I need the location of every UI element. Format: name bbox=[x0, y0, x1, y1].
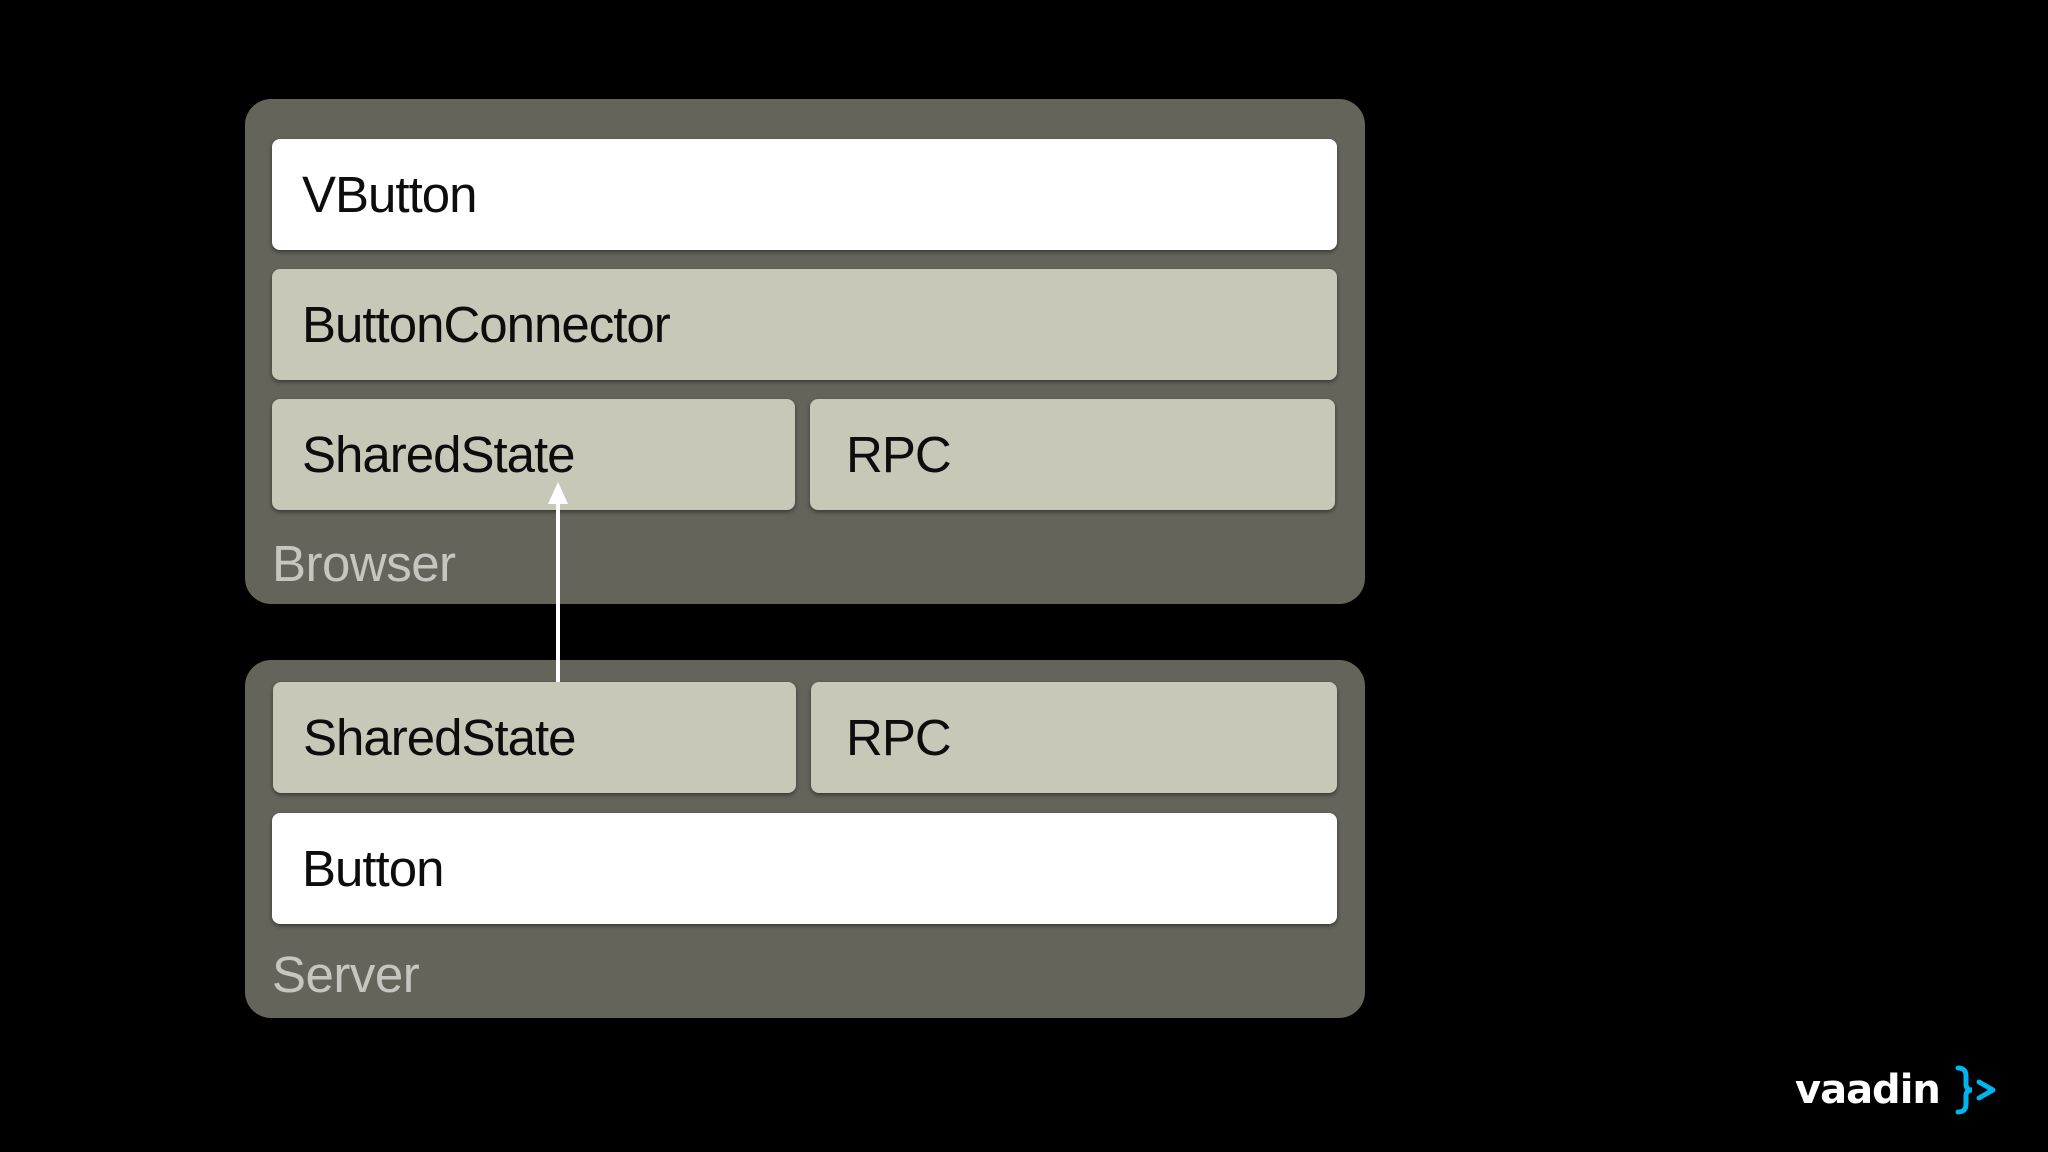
button-block: Button bbox=[272, 813, 1337, 924]
server-shared-state-block: SharedState bbox=[273, 682, 796, 793]
vaadin-bracket-icon bbox=[1955, 1065, 1996, 1115]
logo-wordmark: vaadin bbox=[1795, 1067, 1941, 1113]
vbutton-block: VButton bbox=[272, 139, 1337, 250]
browser-rpc-block: RPC bbox=[810, 399, 1335, 510]
vaadin-logo: vaadin bbox=[1795, 1060, 2002, 1120]
button-connector-block: ButtonConnector bbox=[272, 269, 1337, 380]
server-panel: SharedState RPC Button Server bbox=[245, 660, 1365, 1018]
browser-panel: VButton ButtonConnector SharedState RPC … bbox=[245, 99, 1365, 604]
server-label: Server bbox=[272, 946, 420, 1003]
server-rpc-block: RPC bbox=[811, 682, 1337, 793]
browser-label: Browser bbox=[272, 535, 456, 592]
browser-shared-state-block: SharedState bbox=[272, 399, 795, 510]
